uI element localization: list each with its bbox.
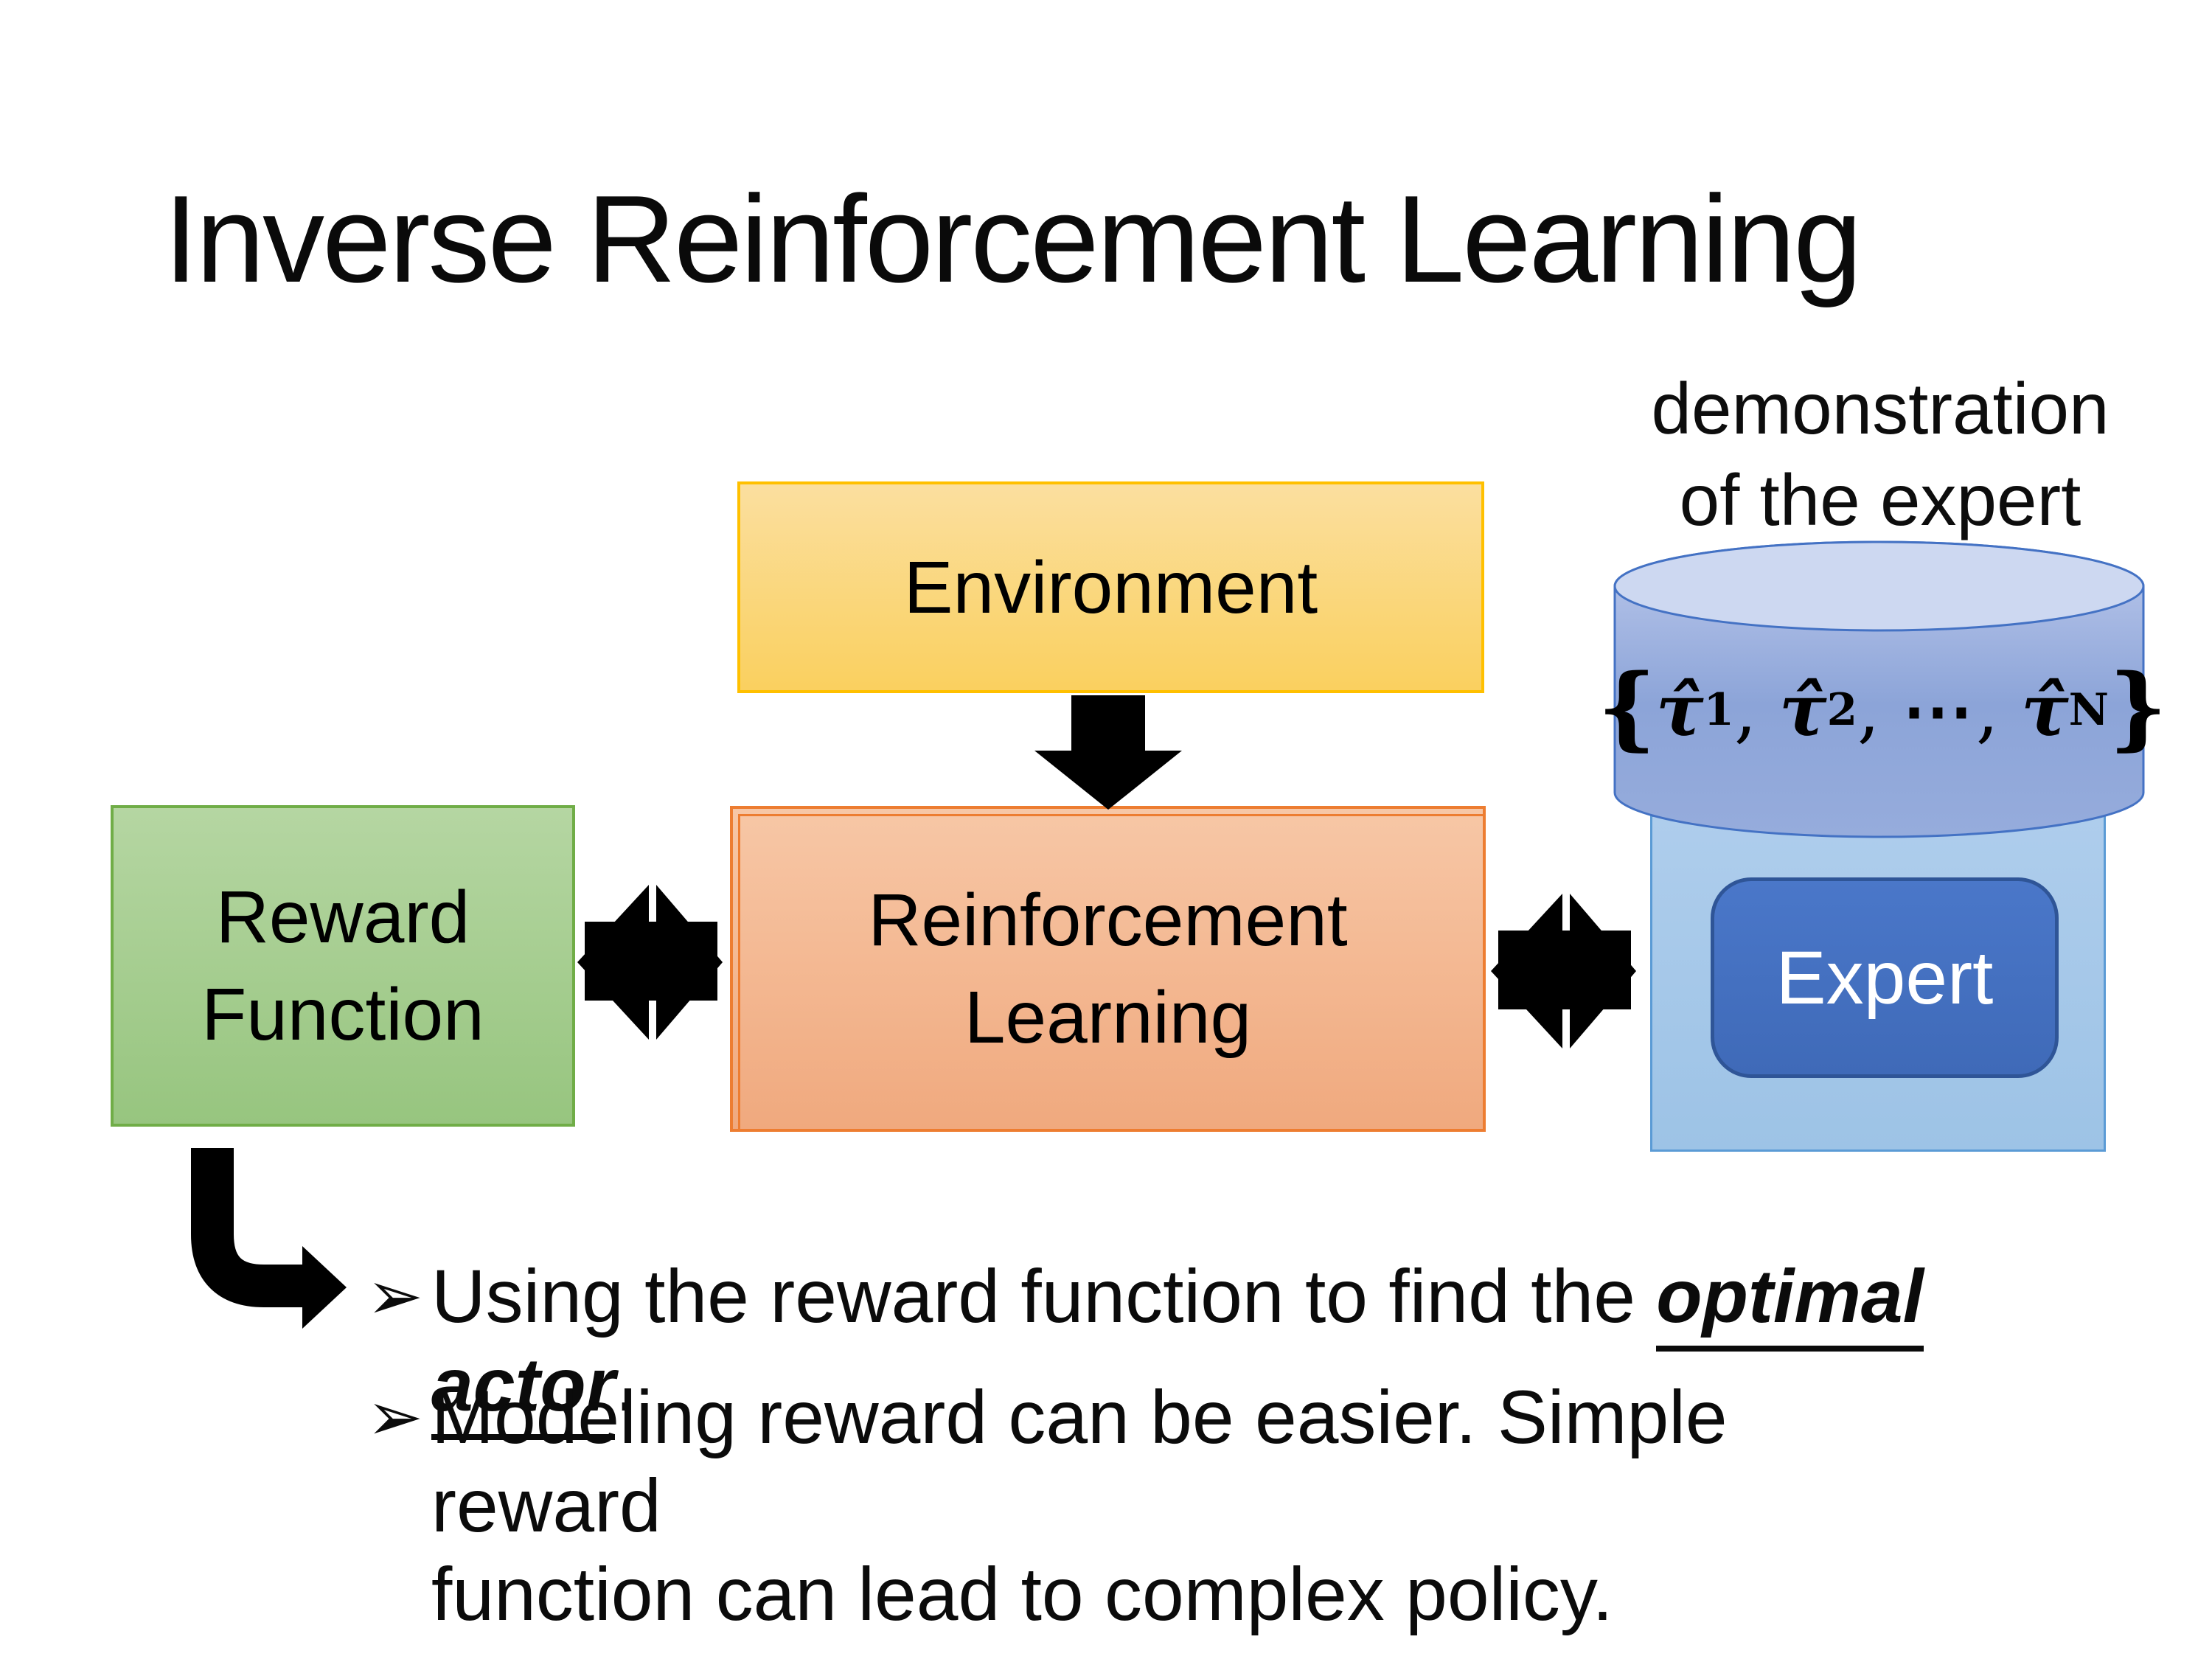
double-arrow-right	[1491, 894, 1636, 1048]
double-arrow-left	[577, 885, 723, 1040]
bullet-1-highlight: optimal actor	[431, 1254, 1924, 1440]
bullet-1-text: Using the reward function to find the op…	[431, 1252, 2062, 1440]
trajectory-set-formula: {τ̂1, τ̂2, ⋯, τ̂N}	[1598, 647, 2167, 773]
slide-title: Inverse Reinforcement Learning	[164, 170, 1863, 308]
demonstration-label-line1: demonstration	[1651, 368, 2110, 449]
formula-sub-n: N	[2068, 684, 2110, 736]
bullet-1-text-after: .	[615, 1343, 636, 1427]
reinforcement-learning-box-inner-edge	[738, 814, 1485, 1132]
down-arrow	[1034, 695, 1182, 810]
demonstration-label-line2: of the expert	[1679, 459, 2081, 540]
reward-function-label-line2: Function	[201, 973, 484, 1056]
formula-dots: ⋯	[1902, 668, 1977, 752]
formula-comma-3: ,	[1976, 669, 2022, 751]
bullet-arrow-icon: ➢	[366, 1259, 424, 1334]
elbow-arrow	[191, 1148, 347, 1329]
environment-box: Environment	[737, 481, 1484, 693]
formula-sub-1: 1	[1703, 684, 1734, 736]
formula-tau-2: τ̂	[1778, 668, 1827, 752]
demonstration-label: demonstration of the expert	[1585, 363, 2175, 546]
reinforcement-learning-label-line2: Learning	[964, 976, 1252, 1059]
bullet-item-1: ➢ Using the reward function to find the …	[366, 1252, 2062, 1440]
reward-function-label: Reward Function	[201, 869, 484, 1063]
bullet-2-line1: Modeling reward can be easier. Simple re…	[431, 1375, 1728, 1548]
expert-label: Expert	[1775, 935, 1994, 1020]
formula-sub-2: 2	[1826, 684, 1857, 736]
reinforcement-learning-label-line1: Reinforcement	[868, 879, 1348, 961]
formula-comma-1: ,	[1733, 669, 1779, 751]
bullet-1-text-before: Using the reward function to find the	[431, 1254, 1657, 1338]
bullet-2-text: Modeling reward can be easier. Simple re…	[431, 1373, 1915, 1638]
formula-tau-n: τ̂	[2021, 668, 2069, 752]
bullet-item-2: ➢ Modeling reward can be easier. Simple …	[366, 1373, 1915, 1638]
bullet-arrow-icon: ➢	[366, 1380, 424, 1455]
formula-close-brace: }	[2109, 654, 2168, 760]
expert-box: Expert	[1711, 877, 2059, 1078]
reward-function-label-line1: Reward	[215, 876, 470, 959]
reinforcement-learning-label: Reinforcement Learning	[868, 872, 1347, 1066]
formula-open-brace: {	[1597, 654, 1656, 760]
reinforcement-learning-box: Reinforcement Learning	[730, 806, 1486, 1132]
reward-function-box: Reward Function	[111, 805, 575, 1127]
bullet-2-line2: function can lead to complex policy.	[431, 1552, 1613, 1636]
formula-comma-2: ,	[1857, 669, 1903, 751]
cylinder-top-ellipse	[1613, 540, 2145, 632]
environment-label: Environment	[903, 546, 1318, 629]
formula-tau-1: τ̂	[1655, 668, 1704, 752]
